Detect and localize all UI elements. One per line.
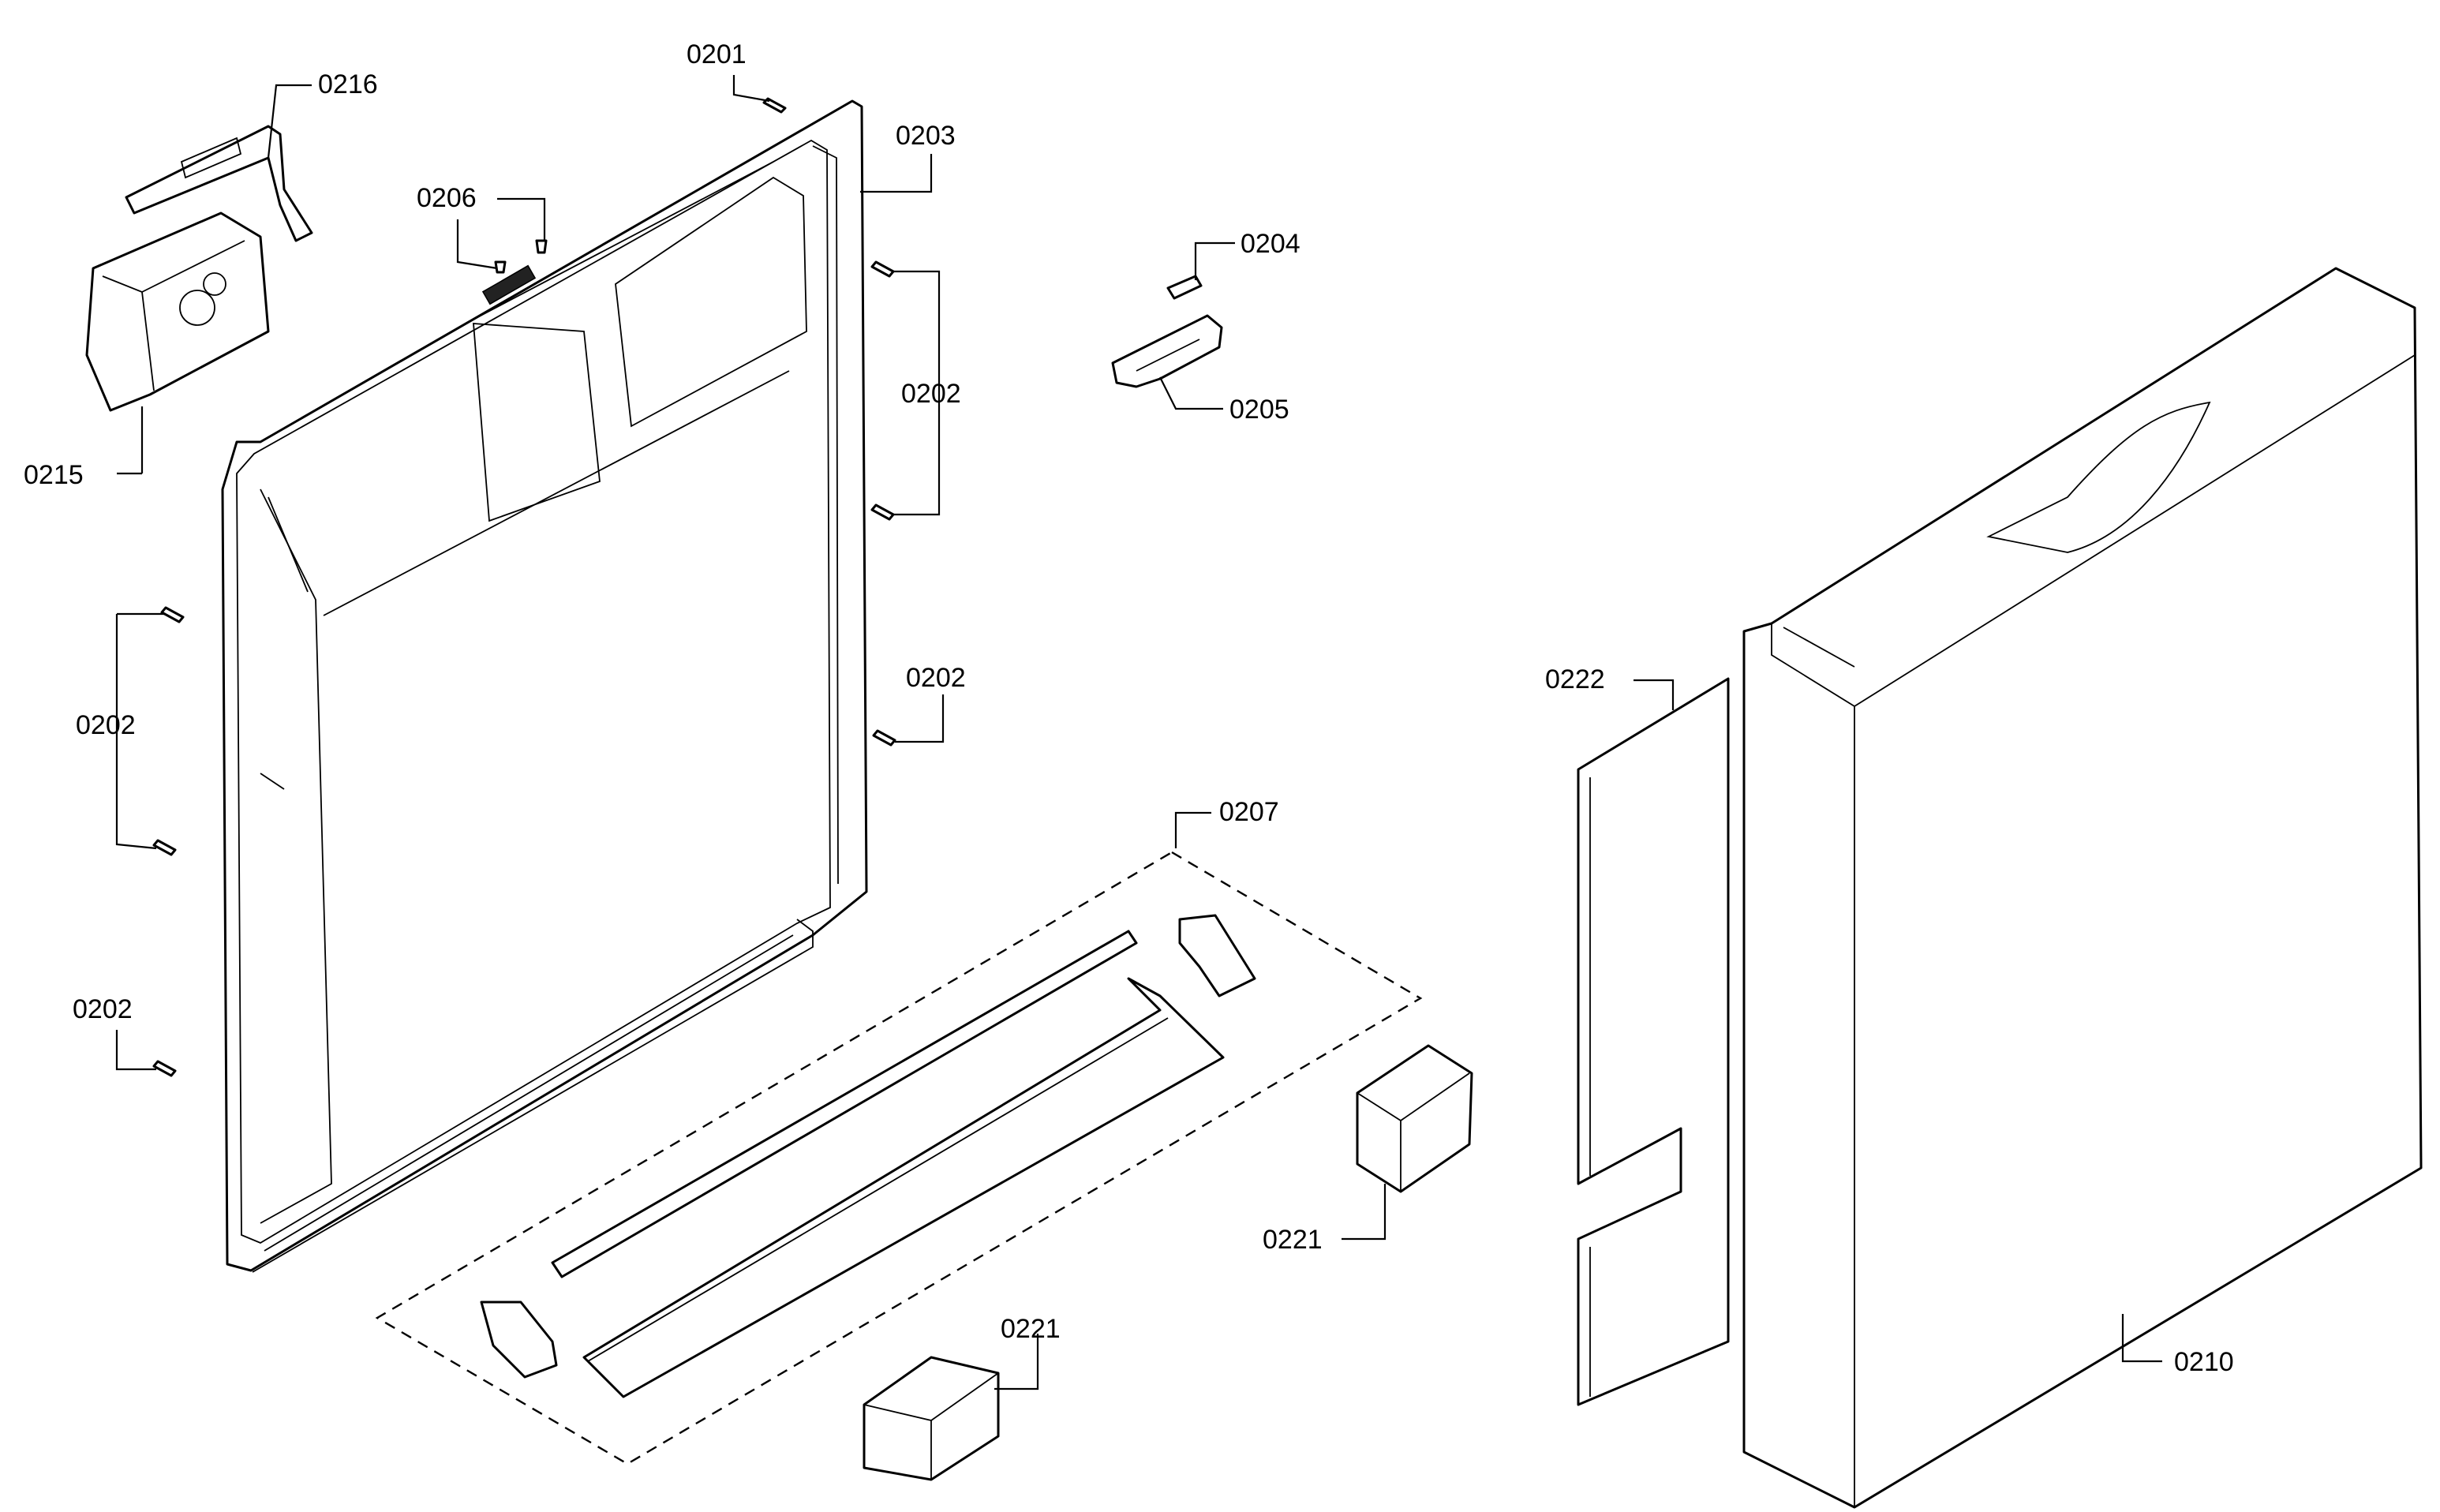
corner-cap-left xyxy=(863,1356,1000,1481)
screw-0202-6 xyxy=(152,1060,177,1077)
outer-door-panel xyxy=(1742,267,2423,1509)
part-labels: 0201 0203 0216 0206 0215 0204 0205 0202 … xyxy=(24,39,2234,1377)
screw-0202-5 xyxy=(152,839,177,856)
label-0201: 0201 xyxy=(687,39,747,69)
inner-door-frame xyxy=(221,99,868,1273)
screw-0202-4 xyxy=(160,606,185,623)
label-0202-right: 0202 xyxy=(906,663,966,693)
label-0207: 0207 xyxy=(1219,797,1279,827)
label-0221-left: 0221 xyxy=(1001,1314,1061,1344)
control-bracket xyxy=(125,125,313,242)
corner-cap-right xyxy=(1356,1044,1473,1193)
label-0203: 0203 xyxy=(896,121,956,151)
screw-0201 xyxy=(762,97,787,114)
label-0221-right: 0221 xyxy=(1263,1225,1323,1255)
control-module xyxy=(85,211,270,412)
label-0202-left: 0202 xyxy=(76,710,136,740)
label-0205: 0205 xyxy=(1229,395,1289,425)
latch-spring-0204 xyxy=(1166,275,1203,300)
insulation-panel xyxy=(1577,677,1730,1406)
label-0202-lower-left: 0202 xyxy=(73,994,133,1024)
screw-0202-1 xyxy=(870,260,895,278)
hinge-bar xyxy=(582,977,1225,1398)
hinge-rod xyxy=(551,930,1138,1278)
label-0204: 0204 xyxy=(1241,229,1300,259)
screw-0202-2 xyxy=(870,503,895,521)
leader-lines xyxy=(115,75,2162,1390)
label-0206: 0206 xyxy=(417,183,477,213)
screw-0206b xyxy=(535,239,548,254)
screw-0202-3 xyxy=(872,729,896,747)
hinge-bracket-left xyxy=(480,1301,558,1379)
hinge-kit-outline xyxy=(375,851,1423,1465)
hinge-bracket-right xyxy=(1178,914,1256,997)
label-0222: 0222 xyxy=(1545,664,1605,694)
screw-0206a xyxy=(494,260,507,274)
label-0215: 0215 xyxy=(24,460,84,490)
latch-0205 xyxy=(1111,314,1223,388)
label-0216: 0216 xyxy=(318,69,378,99)
label-0202-upper-right: 0202 xyxy=(901,379,961,409)
label-0210: 0210 xyxy=(2174,1347,2234,1377)
